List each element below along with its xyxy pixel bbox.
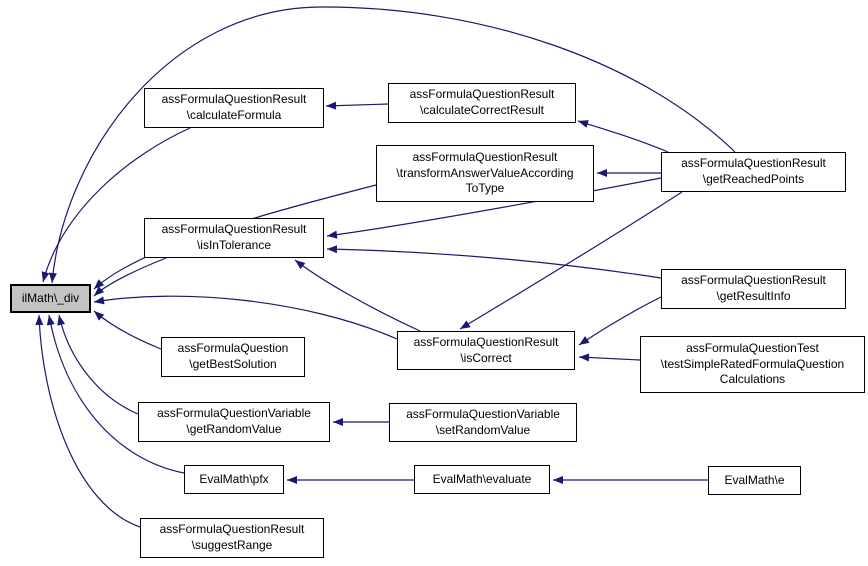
node-is-in-tolerance[interactable]: assFormulaQuestionResult \isInTolerance: [144, 218, 324, 258]
edge-getResultInfo-isCorrect: [578, 296, 662, 346]
node-evalmath-pfx[interactable]: EvalMath\pfx: [184, 465, 284, 494]
node-test-simple-rated-formula-question-calculations[interactable]: assFormulaQuestionTest \testSimpleRatedF…: [640, 336, 865, 393]
edge-getReachedPoints-isCorrect: [459, 191, 683, 330]
edge-isCorrect-ilMath_div: [93, 295, 398, 340]
edge-suggestRange-ilMath_div: [35, 314, 141, 528]
edge-testSimpleRatedFormulaQuestionCalculations-isCorrect: [578, 353, 641, 362]
node-evalmath-e[interactable]: EvalMath\e: [708, 466, 801, 495]
edge-isInTolerance-ilMath_div: [93, 257, 167, 297]
edge-calculateFormula-ilMath_div: [41, 127, 191, 283]
node-get-reached-points[interactable]: assFormulaQuestionResult \getReachedPoin…: [661, 152, 846, 192]
node-get-random-value[interactable]: assFormulaQuestionVariable \getRandomVal…: [138, 402, 330, 442]
node-calculate-formula[interactable]: assFormulaQuestionResult \calculateFormu…: [144, 88, 324, 128]
edge-calculateCorrectResult-calculateFormula: [325, 101, 389, 110]
edge-getReachedPoints-calculateCorrectResult: [577, 120, 669, 153]
node-calculate-correct-result[interactable]: assFormulaQuestionResult \calculateCorre…: [388, 83, 576, 123]
edge-getRandomValue-ilMath_div: [57, 314, 139, 415]
edge-getReachedPoints-isInTolerance: [326, 177, 662, 239]
node-get-best-solution[interactable]: assFormulaQuestion \getBestSolution: [161, 337, 305, 377]
node-ilmath-div: ilMath\_div: [10, 284, 91, 313]
node-transform-answer-value-according-to-type[interactable]: assFormulaQuestionResult \transformAnswe…: [376, 145, 594, 202]
node-evalmath-evaluate[interactable]: EvalMath\evaluate: [414, 465, 550, 494]
node-get-result-info[interactable]: assFormulaQuestionResult \getResultInfo: [661, 269, 846, 309]
edge-isCorrect-isInTolerance: [294, 259, 421, 332]
node-set-random-value[interactable]: assFormulaQuestionVariable \setRandomVal…: [389, 403, 577, 442]
edge-getReachedPoints-ilMath_div: [48, 6, 736, 284]
edge-getBestSolution-ilMath_div: [93, 310, 162, 350]
node-is-correct[interactable]: assFormulaQuestionResult \isCorrect: [397, 331, 575, 370]
node-suggest-range[interactable]: assFormulaQuestionResult \suggestRange: [140, 518, 324, 558]
edge-EvalMath_pfx-ilMath_div: [46, 314, 185, 474]
edge-getResultInfo-isInTolerance: [326, 245, 662, 279]
